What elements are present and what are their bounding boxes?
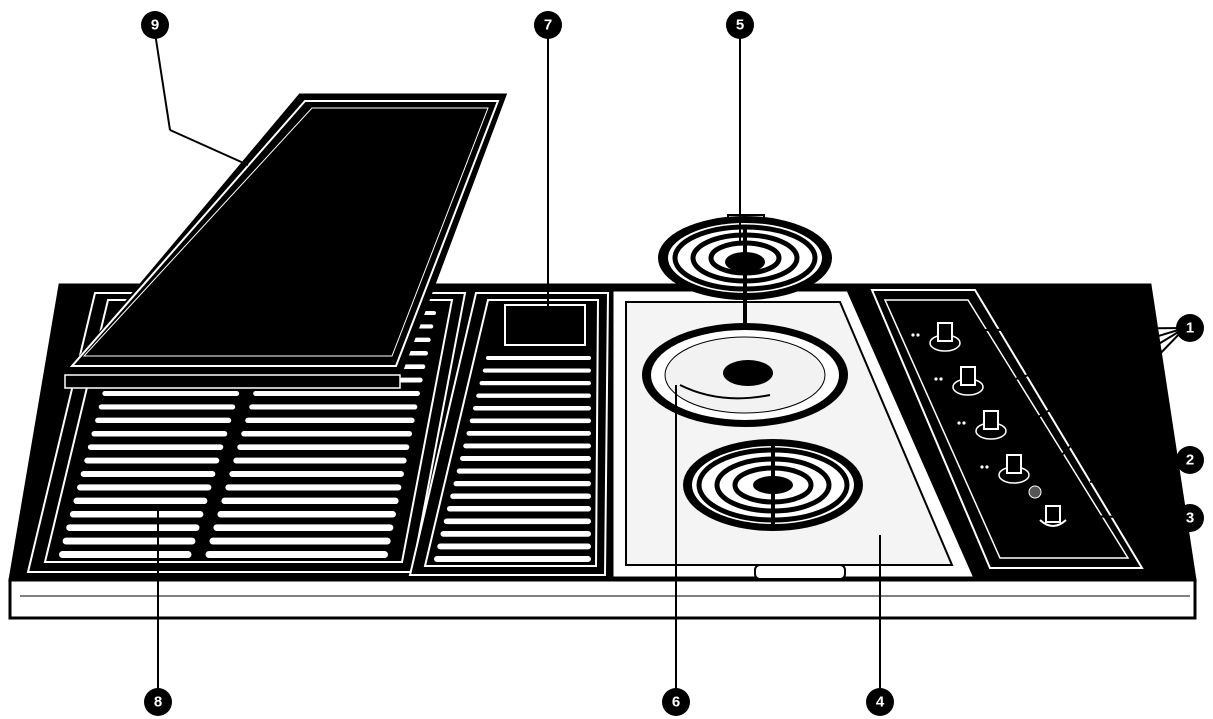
vent-slat: [443, 518, 592, 526]
callout-4: 4: [866, 688, 894, 716]
lower-burner-element: [683, 439, 863, 531]
vent-slat: [479, 380, 593, 386]
callout-9: 9: [141, 11, 169, 39]
grill-slat: [91, 430, 229, 438]
grill-slat: [244, 417, 415, 424]
grill-slat: [212, 523, 394, 532]
grill-slat: [76, 483, 212, 491]
vent-slat: [433, 555, 592, 563]
callout-7-label: 7: [544, 17, 552, 34]
grill-slat: [208, 537, 391, 546]
module-handle: [755, 565, 845, 579]
vent-slat: [436, 543, 592, 551]
callout-3-label: 3: [1186, 510, 1194, 527]
vent-slat: [459, 455, 592, 462]
grill-slat: [232, 457, 407, 465]
callout-6-label: 6: [672, 694, 680, 711]
grill-slat: [240, 430, 413, 438]
grill-slat: [72, 497, 208, 505]
grill-slat: [58, 550, 193, 559]
callout-1: 1: [1176, 314, 1204, 342]
grill-slat: [98, 403, 236, 410]
vent-slat: [472, 405, 592, 412]
vent-slat: [482, 368, 592, 374]
grill-slat: [248, 403, 418, 410]
callout-8: 8: [144, 688, 172, 716]
grill-slat: [80, 470, 217, 478]
grill-slat: [62, 537, 197, 546]
callout-7: 7: [534, 11, 562, 39]
vent-slat: [453, 480, 593, 487]
callout-4-label: 4: [876, 694, 885, 711]
indicator-light: [1029, 486, 1041, 498]
grill-slat: [228, 470, 405, 478]
vent-slat: [446, 505, 592, 513]
grill-slat: [205, 550, 390, 559]
vent-filter: [505, 305, 585, 345]
callout-3: 3: [1176, 504, 1204, 532]
callout-5-label: 5: [736, 17, 744, 34]
callout-2: 2: [1176, 446, 1204, 474]
callout-8-label: 8: [154, 694, 162, 711]
vent-slat: [462, 443, 592, 450]
grill-slat: [69, 510, 205, 519]
vent-slat: [466, 430, 593, 437]
grill-slat: [236, 443, 410, 451]
callout-6: 6: [662, 688, 690, 716]
grill-slat: [94, 417, 232, 424]
drip-bowl: [642, 323, 848, 427]
vent-slat: [485, 355, 592, 361]
vent-slat: [449, 493, 592, 500]
callout-5: 5: [726, 11, 754, 39]
vent-slat: [440, 530, 593, 538]
callout-9-label: 9: [151, 17, 159, 34]
grill-slat: [101, 390, 240, 397]
vent-slat: [456, 468, 592, 475]
grill-slat: [83, 457, 220, 465]
vent-slat: [469, 418, 592, 425]
grill-slat: [216, 510, 397, 519]
grill-slat: [87, 443, 224, 451]
grill-slat: [252, 390, 421, 397]
callout-2-label: 2: [1186, 452, 1194, 469]
callout-1-label: 1: [1186, 320, 1194, 337]
vent-slat: [475, 393, 592, 399]
grill-slat: [220, 497, 399, 505]
grill-slat: [65, 523, 200, 532]
grill-slat: [224, 483, 402, 491]
